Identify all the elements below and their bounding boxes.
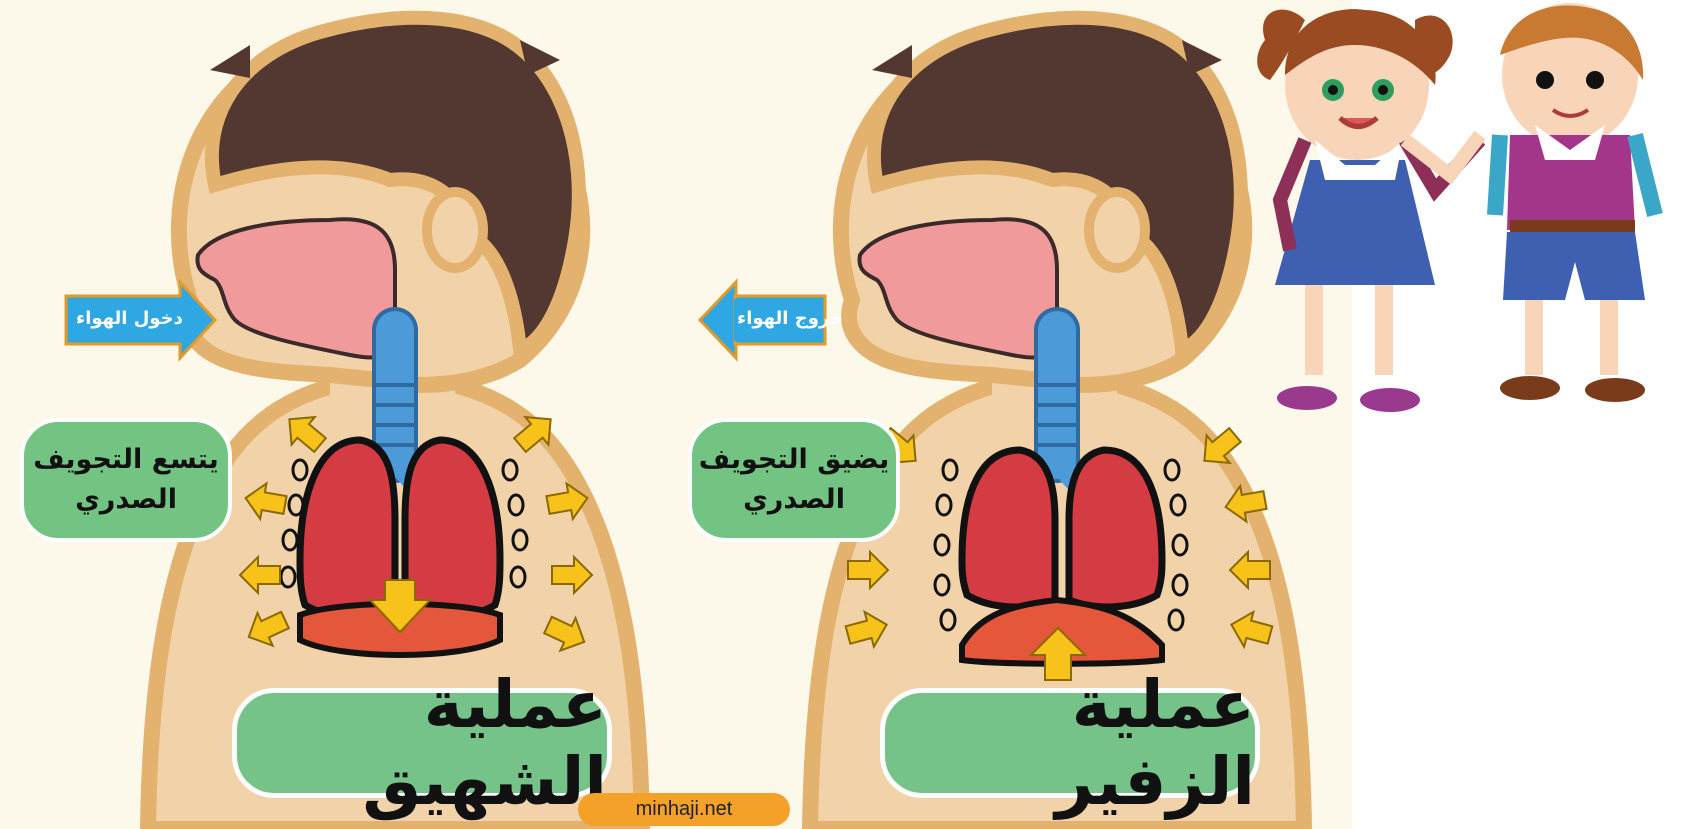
inhale-air-label: دخول الهواء [76, 308, 183, 329]
source-watermark: minhaji.net [578, 793, 790, 826]
exhale-cavity-line2: الصدري [743, 480, 845, 520]
inhale-title: عملية الشهيق [232, 688, 612, 798]
children-illustration [1245, 0, 1682, 430]
inhale-cavity-line2: الصدري [75, 480, 177, 520]
exhale-air-label: خروج الهواء [737, 308, 843, 329]
inhale-cavity-box: يتسع التجويف الصدري [20, 418, 232, 542]
boy-figure [1495, 3, 1655, 402]
girl-figure [1257, 9, 1480, 412]
exhale-left-lung [962, 450, 1055, 607]
exhale-cavity-box: يضيق التجويف الصدري [688, 418, 900, 542]
exhale-title: عملية الزفير [880, 688, 1260, 798]
inhale-cavity-line1: يتسع التجويف [33, 440, 219, 480]
exhale-cavity-line1: يضيق التجويف [699, 440, 890, 480]
exhale-right-lung [1069, 450, 1162, 607]
